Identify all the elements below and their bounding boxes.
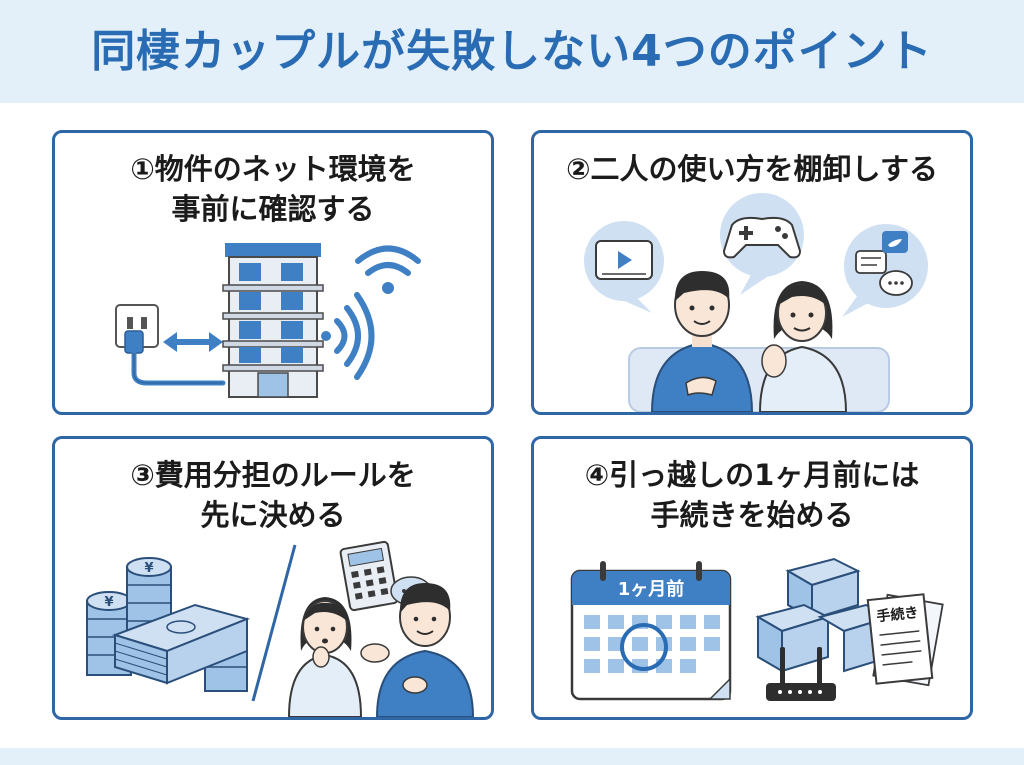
point-3-title: ③費用分担のルールを 先に決める: [55, 455, 491, 535]
double-arrow-icon: [163, 332, 223, 352]
video-player-icon: [584, 221, 664, 313]
point-4-illustration: 1ヶ月前 手続き: [570, 557, 944, 701]
wifi-icon: [321, 245, 421, 380]
header-band: [0, 0, 1024, 103]
game-controller-icon: [720, 193, 804, 295]
yen-symbol: ¥: [104, 595, 113, 610]
calendar-icon: 1ヶ月前: [570, 561, 732, 701]
point-1-title-line2: 事前に確認する: [171, 192, 375, 226]
building-icon: [222, 243, 324, 398]
point-1-title: ①物件のネット環境を 事前に確認する: [55, 149, 491, 229]
point-2-title-line1: ②二人の使い方を棚卸しする: [566, 152, 938, 186]
point-card-2: ②二人の使い方を棚卸しする: [531, 130, 973, 415]
document-label: 手続き: [876, 604, 920, 625]
banknote-stack-icon: [111, 603, 251, 685]
chat-icon: [842, 224, 928, 317]
yen-symbol: ¥: [144, 561, 153, 576]
calculator-icon: [339, 540, 399, 612]
point-card-4: ④引っ越しの1ヶ月前には 手続きを始める 1ヶ月前: [531, 436, 973, 720]
point-1-title-line1: ①物件のネット環境を: [130, 152, 416, 186]
divider-line: [251, 544, 297, 702]
man-figure: [360, 583, 475, 717]
point-2-illustration: [584, 193, 928, 412]
calendar-label: 1ヶ月前: [618, 578, 685, 600]
document-icon: 手続き: [866, 593, 944, 687]
point-4-title-line1: ④引っ越しの1ヶ月前には: [584, 458, 920, 492]
man-figure: [650, 271, 754, 412]
woman-figure: [287, 597, 363, 717]
lan-cable-icon: [124, 330, 226, 386]
point-1-illustration: [115, 243, 421, 398]
bird-icon: [888, 239, 902, 247]
point-4-title: ④引っ越しの1ヶ月前には 手続きを始める: [534, 455, 970, 535]
wifi-router-icon: [766, 647, 836, 701]
point-3-title-line1: ③費用分担のルールを: [130, 458, 416, 492]
footer-band: [0, 748, 1024, 765]
point-3-title-line2: 先に決める: [200, 498, 346, 532]
point-2-title: ②二人の使い方を棚卸しする: [534, 149, 970, 189]
point-card-1: ①物件のネット環境を 事前に確認する: [52, 130, 494, 415]
point-4-title-line2: 手続きを始める: [650, 498, 854, 532]
woman-figure: [758, 281, 848, 412]
point-3-illustration: ¥ ¥ ¥: [86, 540, 475, 717]
point-card-3: ③費用分担のルールを 先に決める ¥ ¥ ¥: [52, 436, 494, 720]
page-title: 同棲カップルが失敗しない4つのポイント: [91, 26, 933, 77]
